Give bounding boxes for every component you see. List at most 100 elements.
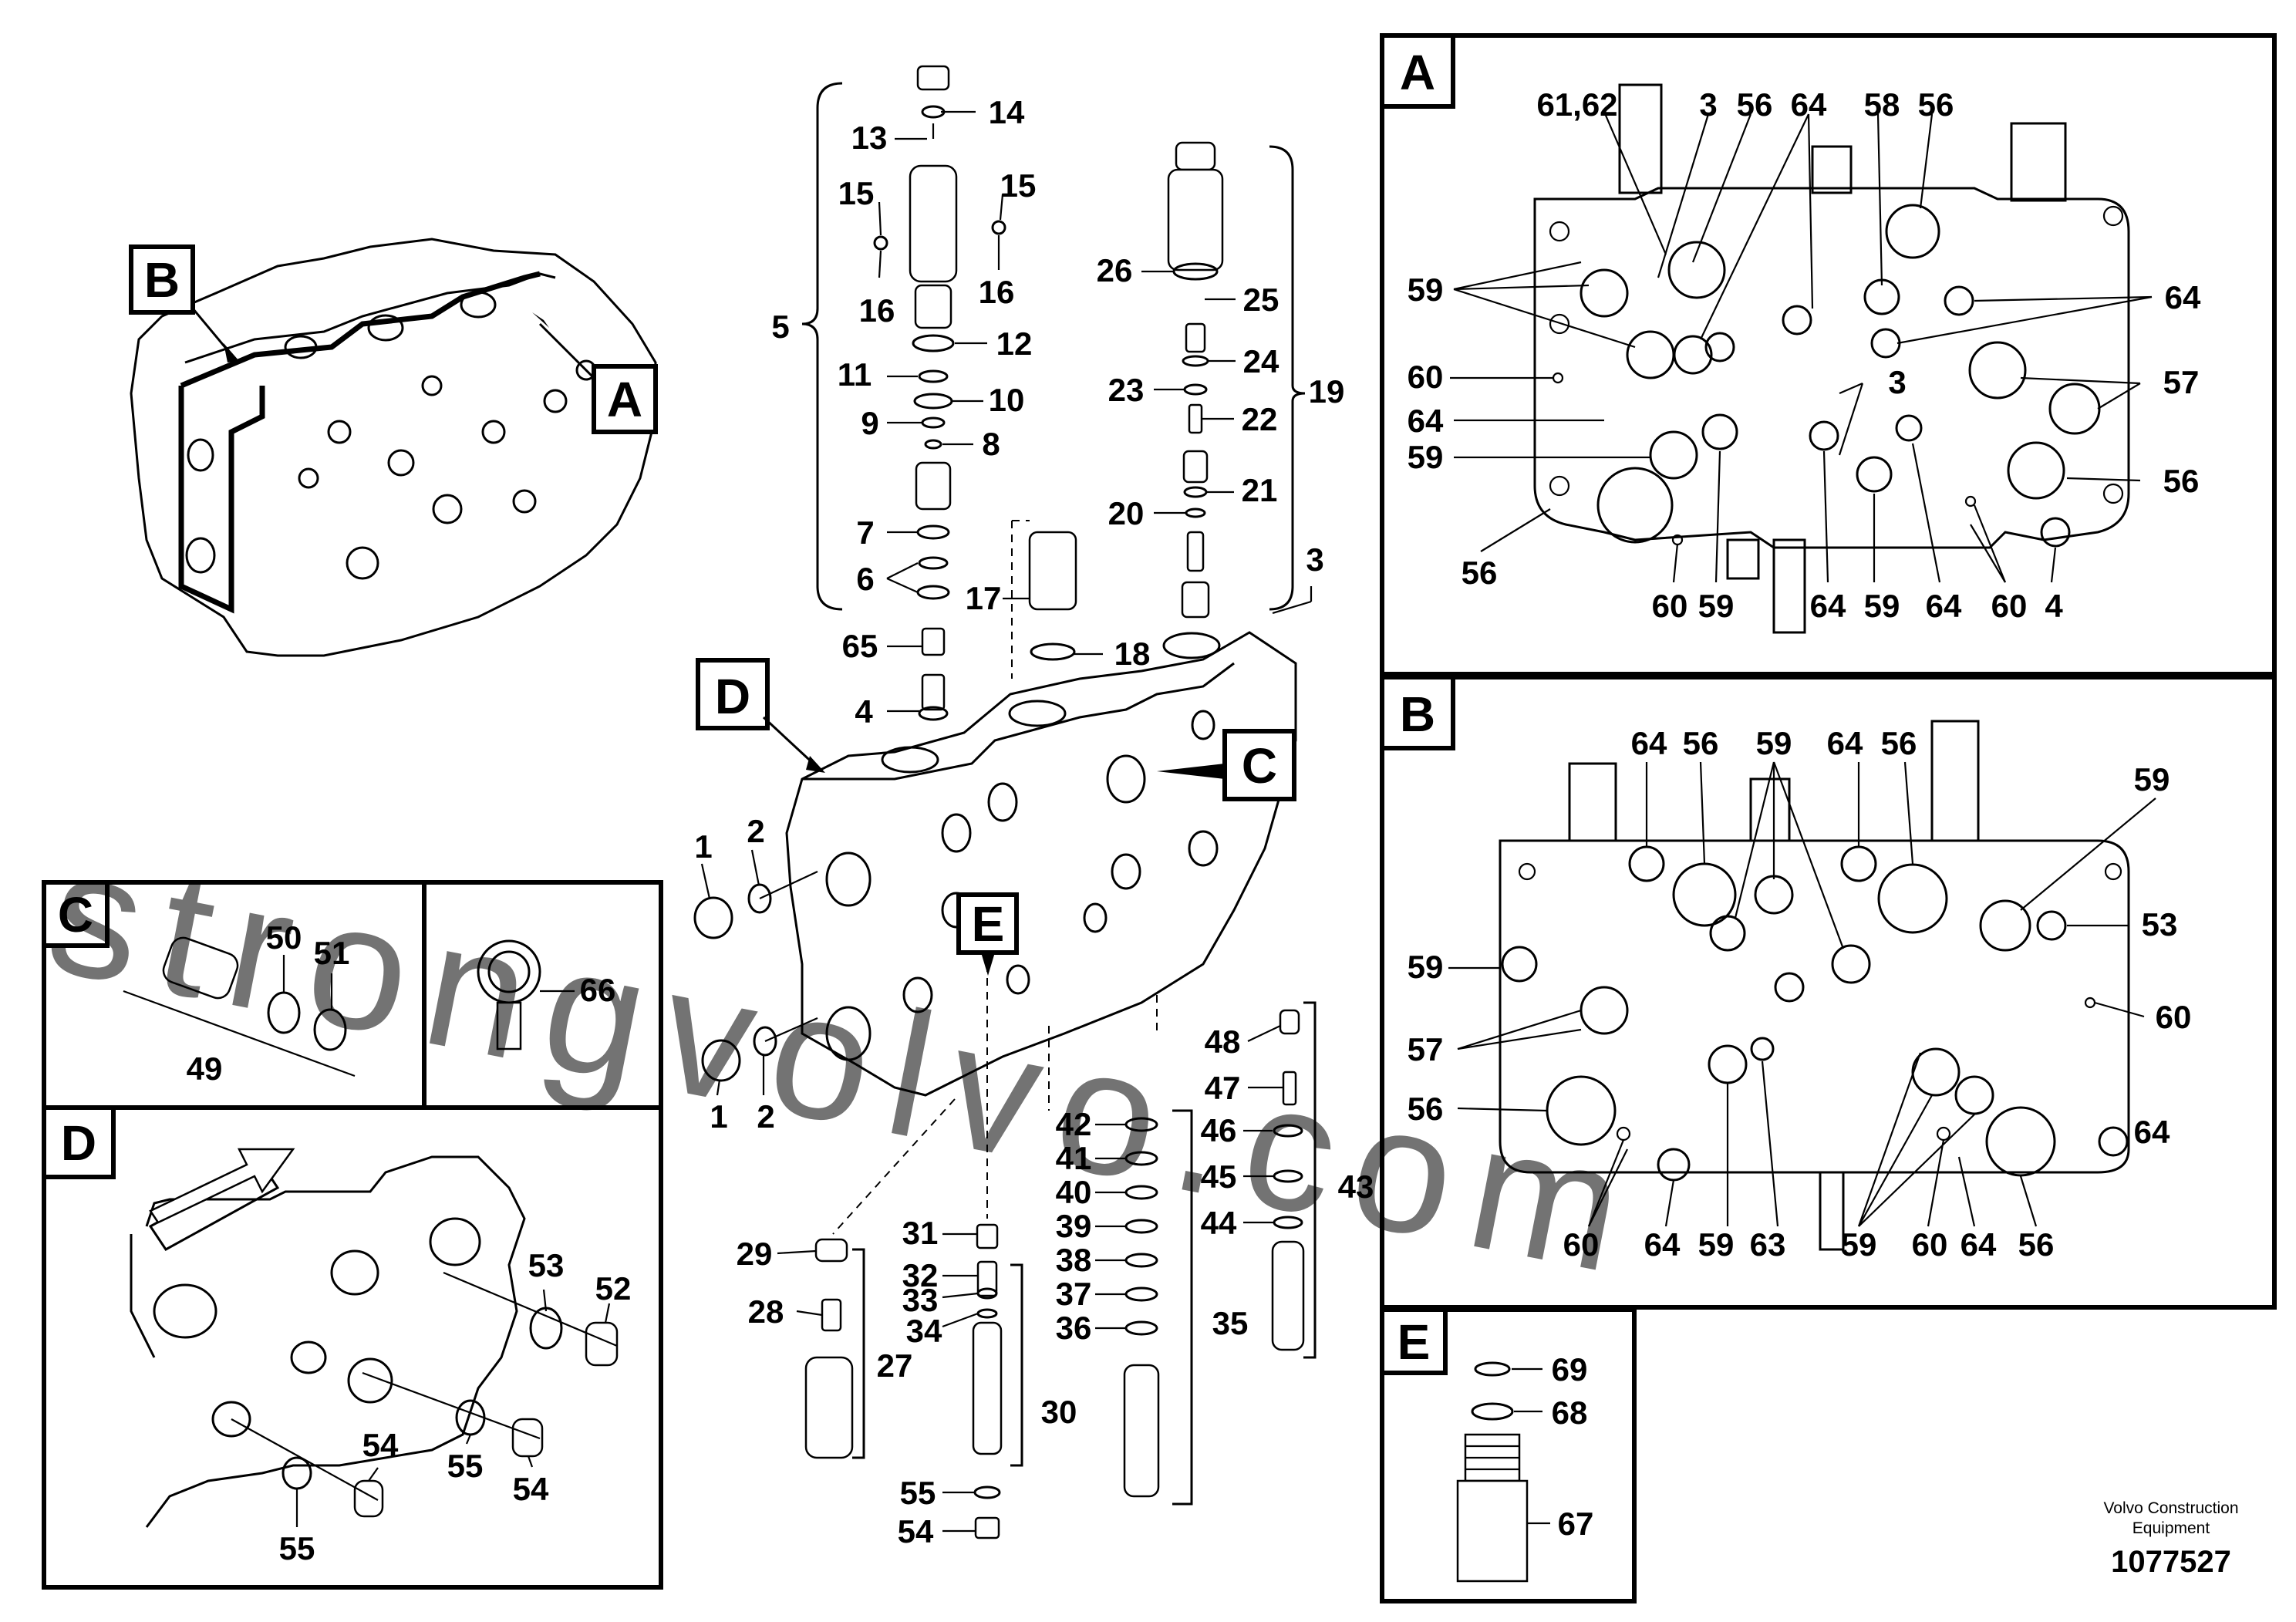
callout: 14 [989, 94, 1025, 130]
callout: 56 [1918, 86, 1954, 123]
callout: 11 [838, 356, 872, 393]
overview-tag-a: A [532, 312, 658, 434]
callout: 52 [595, 1270, 632, 1307]
callout: 33 [902, 1282, 939, 1318]
callout: 64 [1408, 403, 1444, 439]
main-tag-c: C [1157, 729, 1296, 801]
panel-a-callouts: 61,62 3 56 64 58 56 59 64 60 57 3 64 59 … [1408, 86, 2201, 624]
callout: 55 [900, 1475, 936, 1511]
main-tag-e: E [956, 892, 1019, 976]
panel-c-tag: C [42, 880, 110, 948]
main-leaders [700, 110, 1313, 1533]
relief-valve-17 [1011, 520, 1077, 679]
callout: 60 [1408, 359, 1444, 395]
callout: 51 [314, 935, 350, 971]
callout: 64 [2134, 1114, 2170, 1150]
callout: 57 [2163, 364, 2200, 400]
callout: 4 [855, 693, 873, 730]
svg-text:B: B [1400, 686, 1435, 742]
brackets [801, 82, 1317, 1506]
callout: 65 [842, 628, 878, 664]
callout: 26 [1097, 252, 1133, 288]
svg-text:E: E [1397, 1314, 1431, 1370]
callout: 18 [1114, 636, 1151, 672]
callout: 42 [1056, 1106, 1092, 1142]
callout: 54 [362, 1427, 399, 1463]
callout: 8 [982, 426, 1000, 462]
callout: 1 [710, 1098, 727, 1135]
callout: 5 [771, 309, 789, 345]
svg-text:A: A [607, 372, 642, 427]
callout: 10 [989, 382, 1025, 418]
panel-d-tag: D [42, 1105, 116, 1179]
svg-text:C: C [58, 887, 93, 943]
callout: 59 [1408, 271, 1444, 308]
panel-b-callouts: 64 56 59 64 56 59 53 59 60 57 56 64 60 6… [1408, 725, 2192, 1263]
svg-text:A: A [1400, 45, 1435, 100]
callout: 27 [877, 1347, 913, 1384]
panel-a-leaders [1450, 111, 2153, 583]
callout: 55 [447, 1448, 484, 1484]
callout: 56 [1408, 1091, 1444, 1127]
callout: 24 [1243, 343, 1279, 379]
main-valve-body [785, 631, 1297, 1097]
svg-text:E: E [972, 896, 1005, 952]
callout: 66 [580, 972, 616, 1008]
callout: 64 [1827, 725, 1863, 761]
callout: 67 [1558, 1506, 1594, 1542]
callout: 48 [1205, 1023, 1241, 1060]
callout: 28 [748, 1293, 784, 1330]
callout: 53 [2142, 906, 2178, 943]
callout: 47 [1205, 1070, 1241, 1106]
callout: 6 [856, 561, 874, 597]
main-callouts: 14 13 15 15 16 16 12 11 10 9 8 7 6 5 65 … [694, 94, 1374, 1549]
lifting-eye-drawing [477, 939, 575, 1050]
callout: 12 [996, 325, 1033, 362]
callout: 3 [1306, 541, 1323, 578]
callout: 59 [1864, 588, 1900, 624]
callout: 15 [838, 175, 875, 211]
callout: 64 [1810, 588, 1846, 624]
callout: 63 [1750, 1226, 1786, 1263]
callout: 56 [1737, 86, 1773, 123]
callout: 13 [851, 120, 888, 156]
panel-a-frame [1380, 33, 2277, 676]
callout: 30 [1041, 1394, 1077, 1430]
panel-a-valve-drawing [1533, 83, 2130, 634]
callout: 60 [1912, 1226, 1948, 1263]
svg-text:B: B [144, 252, 180, 308]
callout: 45 [1201, 1158, 1237, 1195]
callout: 1 [694, 828, 712, 865]
panel-d-drawing [130, 1148, 619, 1528]
panel-c-drawing [123, 936, 356, 1077]
svg-text:D: D [61, 1115, 96, 1171]
callout: 60 [1991, 588, 2028, 624]
callout: 22 [1242, 401, 1278, 437]
callout: 39 [1056, 1208, 1092, 1244]
panel-b-frame [1380, 675, 2277, 1310]
lower-stack-27 [804, 1098, 956, 1459]
spool-stack-right [1167, 141, 1224, 619]
callout: 64 [2165, 279, 2201, 315]
callout: 40 [1056, 1174, 1092, 1210]
callout: 59 [1698, 588, 1735, 624]
main-left-plugs [693, 871, 818, 1082]
callout: 15 [1000, 167, 1037, 204]
callout: 56 [2163, 463, 2200, 499]
overview-tag-b: B [129, 244, 239, 363]
lower-stack-30 [972, 964, 1003, 1539]
panel-e-frame [1380, 1307, 1637, 1603]
callout: 64 [1644, 1226, 1681, 1263]
callout: 57 [1408, 1031, 1444, 1067]
panel-e-tag: E [1380, 1307, 1448, 1375]
callout: 25 [1243, 282, 1279, 318]
callout: 34 [906, 1313, 942, 1349]
callout: 2 [747, 813, 764, 849]
callout: 60 [1652, 588, 1688, 624]
callout: 60 [2156, 999, 2192, 1035]
callout: 41 [1056, 1140, 1092, 1176]
callout: 54 [513, 1471, 549, 1507]
callout: 55 [279, 1530, 315, 1566]
callout: 31 [902, 1215, 939, 1251]
